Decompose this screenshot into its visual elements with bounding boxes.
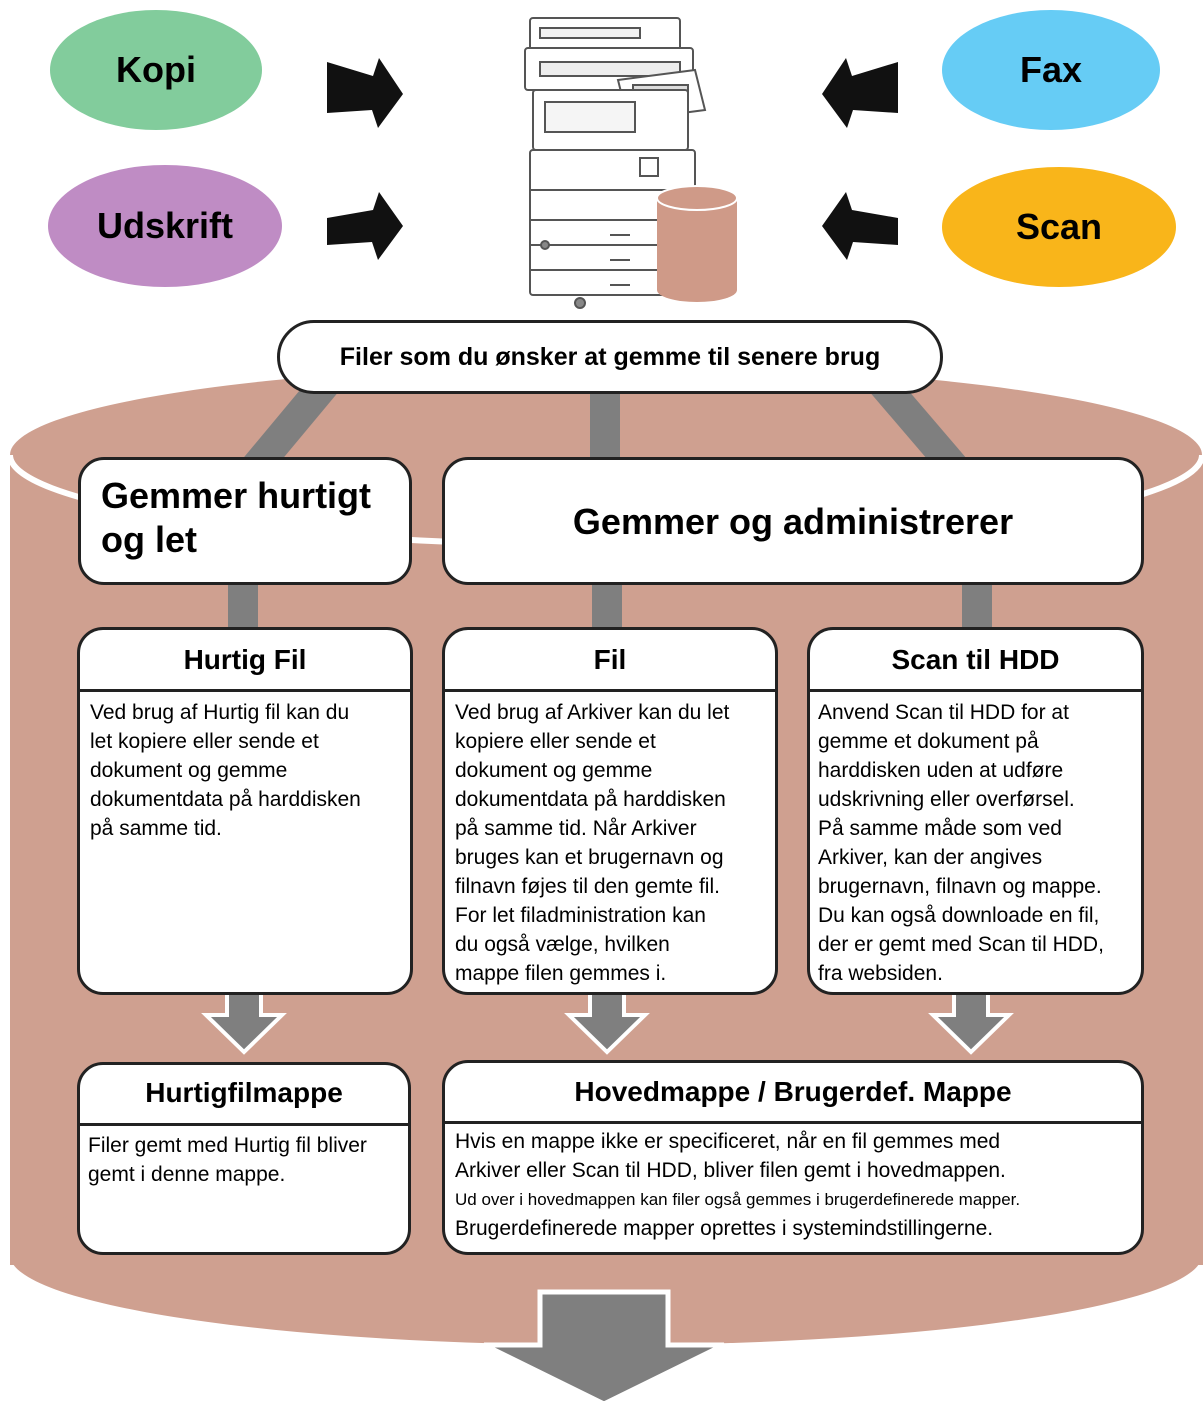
quick-file-description: Ved brug af Hurtig fil kan du let kopier… bbox=[90, 701, 361, 840]
group-managed: Gemmer og administrerer bbox=[442, 457, 1144, 585]
input-arrows bbox=[327, 58, 898, 260]
connector-scan-hdd bbox=[962, 585, 992, 630]
mode-file: Fil Ved brug af Arkiver kan du let kopie… bbox=[442, 627, 778, 995]
file-divider bbox=[445, 689, 775, 692]
file-description: Ved brug af Arkiver kan du let kopiere e… bbox=[455, 701, 730, 985]
printer-icon bbox=[524, 17, 707, 309]
main-folder-divider bbox=[445, 1121, 1141, 1124]
print-label: Udskrift bbox=[96, 205, 234, 246]
arrow-from-copy bbox=[327, 58, 403, 128]
connector-file bbox=[592, 585, 622, 630]
quick-file-divider bbox=[80, 689, 410, 692]
arrow-to-main-folder-1 bbox=[564, 990, 650, 1055]
down-arrows bbox=[201, 990, 1014, 1404]
fax-oval: Fax bbox=[942, 10, 1160, 130]
scan-hdd-divider bbox=[810, 689, 1141, 692]
arrow-to-quick-folder bbox=[201, 990, 287, 1055]
copy-label: Kopi bbox=[116, 49, 196, 90]
scan-hdd-title: Scan til HDD bbox=[891, 644, 1060, 675]
fax-label: Fax bbox=[1019, 49, 1083, 90]
group-quick-title: Gemmer hurtigt og let bbox=[101, 475, 372, 560]
quick-folder-divider bbox=[80, 1123, 408, 1126]
group-managed-title: Gemmer og administrerer bbox=[572, 501, 1014, 542]
quick-folder-description: Filer gemt med Hurtig fil bliver gemt i … bbox=[88, 1134, 367, 1186]
files-label: Filer som du ønsker at gemme til senere … bbox=[277, 320, 943, 394]
database-icon bbox=[656, 185, 738, 302]
arrow-from-print bbox=[327, 192, 403, 260]
folder-quick: Hurtigfilmappe Filer gemt med Hurtig fil… bbox=[77, 1062, 411, 1255]
files-label-text: Filer som du ønsker at gemme til senere … bbox=[339, 342, 881, 371]
main-folder-description: Hvis en mappe ikke er specificeret, når … bbox=[455, 1130, 1021, 1240]
mode-quick-file: Hurtig Fil Ved brug af Hurtig fil kan du… bbox=[77, 627, 413, 995]
main-folder-title: Hovedmappe / Brugerdef. Mappe bbox=[574, 1076, 1012, 1107]
folder-main: Hovedmappe / Brugerdef. Mappe Hvis en ma… bbox=[442, 1060, 1144, 1255]
file-title: Fil bbox=[593, 644, 627, 675]
scan-hdd-description: Anvend Scan til HDD for at gemme et doku… bbox=[818, 701, 1104, 985]
group-quick: Gemmer hurtigt og let bbox=[78, 457, 412, 585]
mode-scan-hdd: Scan til HDD Anvend Scan til HDD for at … bbox=[807, 627, 1144, 995]
arrow-bottom bbox=[482, 1289, 726, 1404]
quick-folder-title: Hurtigfilmappe bbox=[145, 1077, 343, 1108]
arrow-from-scan bbox=[822, 192, 898, 260]
connector-center bbox=[590, 390, 620, 470]
quick-file-title: Hurtig Fil bbox=[183, 644, 307, 675]
scan-label: Scan bbox=[1015, 206, 1103, 247]
scan-oval: Scan bbox=[942, 167, 1176, 287]
print-oval: Udskrift bbox=[48, 165, 282, 287]
arrow-to-main-folder-2 bbox=[928, 990, 1014, 1055]
copy-oval: Kopi bbox=[50, 10, 262, 130]
connector-quick-file bbox=[228, 585, 258, 630]
arrow-from-fax bbox=[822, 58, 898, 128]
